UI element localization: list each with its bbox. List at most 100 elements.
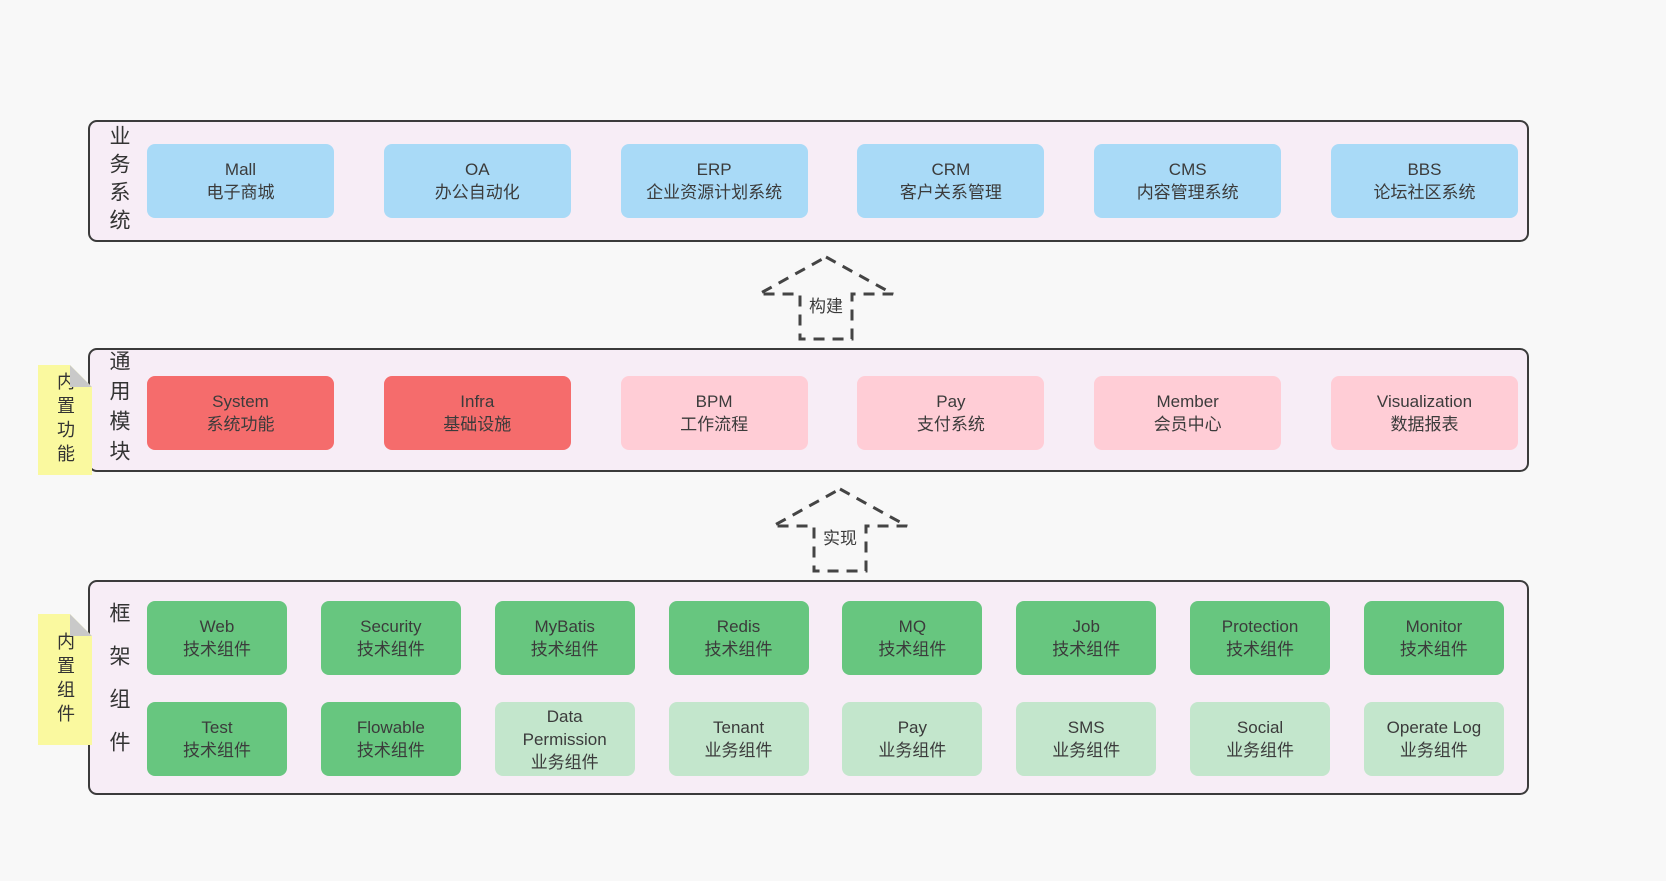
box-title: Monitor	[1405, 617, 1463, 636]
box-subtitle: 系统功能	[206, 415, 275, 434]
business-systems-row: Mall 电子商城 OA 办公自动化 ERP 企业资源计划系统 CRM 客户关系…	[147, 144, 1518, 218]
box-subtitle: 数据报表	[1390, 415, 1459, 434]
box-subtitle: 技术组件	[530, 640, 599, 659]
box-subtitle: 业务组件	[1052, 741, 1121, 760]
box-title: Visualization	[1376, 392, 1473, 411]
box-subtitle: 办公自动化	[434, 183, 520, 202]
box-pay-system: Pay 支付系统	[857, 376, 1045, 450]
layer-label-framework-components: 框架组件	[107, 601, 130, 774]
implement-arrow-label: 实现	[823, 529, 857, 548]
box-visualization: Visualization 数据报表	[1330, 376, 1518, 450]
box-subtitle: 电子商城	[206, 183, 275, 202]
box-title: CRM	[931, 160, 971, 179]
box-title: Member	[1156, 392, 1219, 411]
box-subtitle: 技术组件	[183, 741, 251, 760]
box-title: MQ	[898, 617, 927, 636]
box-infra: Infra 基础设施	[383, 376, 571, 450]
box-monitor: Monitor 技术组件	[1363, 601, 1504, 675]
build-arrow-icon: 构建	[756, 254, 896, 342]
box-subtitle: 业务组件	[878, 741, 947, 760]
box-subtitle: 基础设施	[443, 415, 512, 434]
box-mq: MQ 技术组件	[842, 601, 983, 675]
box-bbs: BBS 论坛社区系统	[1330, 144, 1518, 218]
box-title: Pay	[936, 392, 966, 411]
sticky-note-built-in-features: 内置功能	[38, 365, 92, 475]
box-title: Security	[360, 617, 422, 636]
box-member: Member 会员中心	[1094, 376, 1282, 450]
box-title: SMS	[1067, 718, 1105, 737]
box-subtitle: 技术组件	[704, 640, 773, 659]
box-title: Social	[1236, 718, 1284, 737]
box-web: Web 技术组件	[147, 601, 287, 675]
box-title: Operate Log	[1386, 718, 1482, 737]
box-title: Pay	[897, 718, 928, 737]
box-title: ERP	[696, 160, 732, 179]
box-title: Flowable	[356, 718, 425, 737]
build-arrow-label: 构建	[809, 297, 843, 316]
box-subtitle: 工作流程	[680, 415, 749, 434]
box-protection: Protection 技术组件	[1190, 601, 1331, 675]
box-title: Job	[1072, 617, 1100, 636]
box-sms: SMS 业务组件	[1016, 702, 1157, 776]
box-title: System	[212, 392, 269, 411]
layer-panel-common-modules: 通用模块 System 系统功能 Infra 基础设施 BPM 工作流程 Pay…	[88, 348, 1529, 472]
box-subtitle: 技术组件	[183, 640, 251, 659]
common-modules-row: System 系统功能 Infra 基础设施 BPM 工作流程 Pay 支付系统…	[147, 376, 1518, 450]
box-title: Data Permission	[522, 706, 607, 749]
box-subtitle: 业务组件	[1399, 741, 1468, 760]
box-title: Mall	[224, 160, 257, 179]
box-subtitle: 论坛社区系统	[1373, 183, 1476, 202]
box-oa: OA 办公自动化	[383, 144, 571, 218]
layer-panel-framework-components: 框架组件 Web 技术组件 Security 技术组件 MyBatis 技术组件…	[88, 580, 1529, 795]
box-subtitle: 技术组件	[356, 640, 425, 659]
box-data-permission: Data Permission 业务组件	[494, 702, 635, 776]
framework-components-row-2: Test 技术组件 Flowable 技术组件 Data Permission …	[147, 702, 1504, 776]
box-subtitle: 业务组件	[704, 741, 773, 760]
box-flowable: Flowable 技术组件	[320, 702, 461, 776]
box-operate-log: Operate Log 业务组件	[1363, 702, 1504, 776]
layer-panel-business-systems: 业务系统 Mall 电子商城 OA 办公自动化 ERP 企业资源计划系统 CRM…	[88, 120, 1529, 242]
box-pay-component: Pay 业务组件	[842, 702, 983, 776]
box-cms: CMS 内容管理系统	[1094, 144, 1282, 218]
box-subtitle: 会员中心	[1153, 415, 1222, 434]
box-subtitle: 业务组件	[530, 752, 599, 772]
implement-arrow-icon: 实现	[770, 486, 910, 574]
layer-label-business-systems: 业务系统	[107, 125, 130, 237]
box-title: Redis	[716, 617, 761, 636]
box-system: System 系统功能	[147, 376, 334, 450]
layer-label-common-modules: 通用模块	[107, 350, 130, 470]
box-redis: Redis 技术组件	[668, 601, 809, 675]
box-title: Infra	[460, 392, 495, 411]
box-social: Social 业务组件	[1190, 702, 1331, 776]
box-title: OA	[465, 160, 490, 179]
box-mybatis: MyBatis 技术组件	[494, 601, 635, 675]
sticky-note-built-in-components: 内置组件	[38, 614, 92, 745]
box-security: Security 技术组件	[320, 601, 461, 675]
box-job: Job 技术组件	[1016, 601, 1157, 675]
box-subtitle: 客户关系管理	[899, 183, 1002, 202]
box-title: Tenant	[713, 718, 765, 737]
box-erp: ERP 企业资源计划系统	[620, 144, 808, 218]
box-bpm: BPM 工作流程	[620, 376, 808, 450]
box-title: BBS	[1407, 160, 1442, 179]
box-subtitle: 内容管理系统	[1136, 183, 1239, 202]
box-title: BPM	[695, 392, 733, 411]
box-title: Protection	[1221, 617, 1299, 636]
box-subtitle: 技术组件	[878, 640, 947, 659]
box-tenant: Tenant 业务组件	[668, 702, 809, 776]
box-subtitle: 技术组件	[1226, 640, 1295, 659]
box-mall: Mall 电子商城	[147, 144, 334, 218]
box-subtitle: 技术组件	[1052, 640, 1121, 659]
box-subtitle: 企业资源计划系统	[646, 183, 783, 202]
box-test: Test 技术组件	[147, 702, 287, 776]
box-title: MyBatis	[534, 617, 595, 636]
box-subtitle: 技术组件	[1399, 640, 1468, 659]
box-subtitle: 技术组件	[356, 741, 425, 760]
sticky-label: 内置组件	[55, 631, 75, 728]
box-title: Web	[199, 617, 235, 636]
box-crm: CRM 客户关系管理	[857, 144, 1045, 218]
sticky-label: 内置功能	[55, 372, 75, 468]
framework-components-row-1: Web 技术组件 Security 技术组件 MyBatis 技术组件 Redi…	[147, 601, 1504, 675]
box-title: Test	[201, 718, 233, 737]
